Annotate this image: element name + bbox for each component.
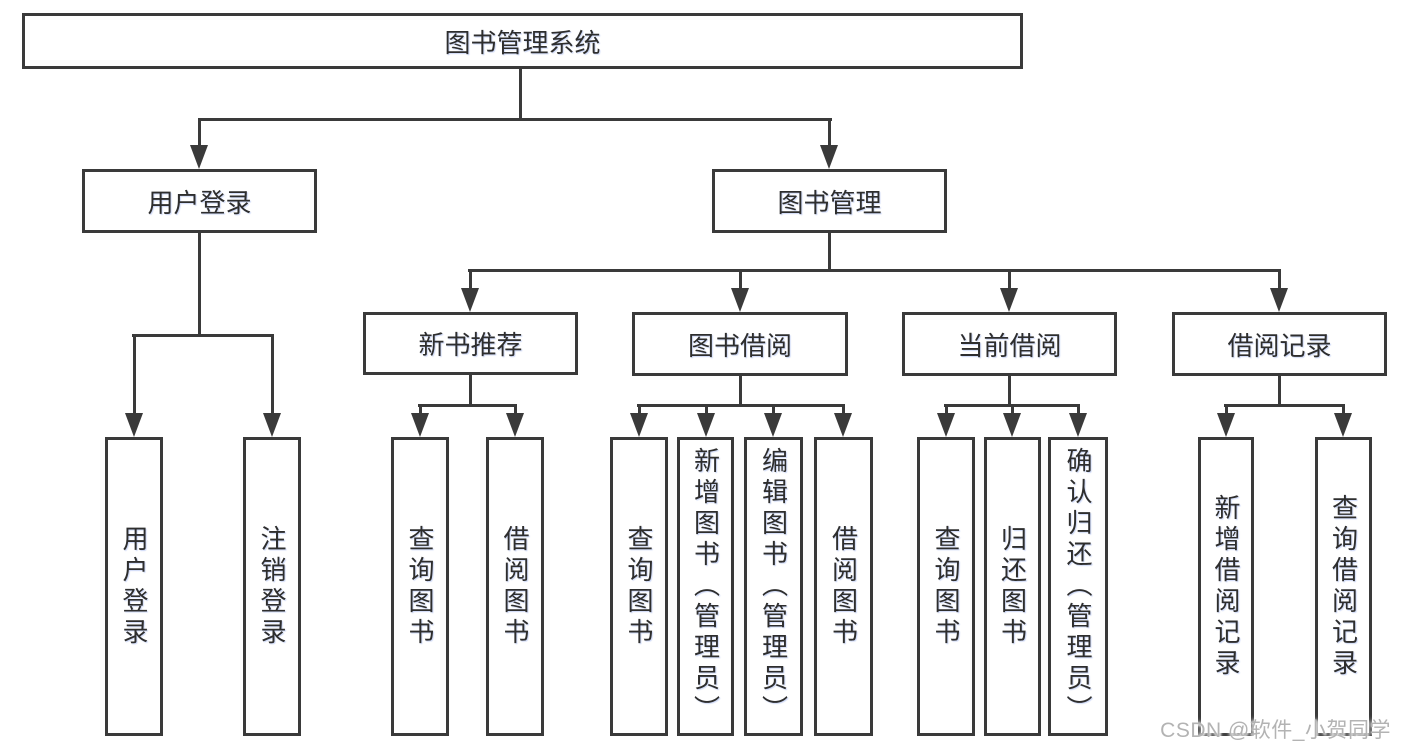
connector-line [1225, 404, 1228, 415]
arrowhead-down-icon [1217, 413, 1235, 437]
leaf-label: 新增图书（管理员） [690, 447, 721, 726]
leaf-query-books-current: 查询图书 [917, 437, 975, 736]
connector-line [271, 335, 274, 415]
node-label: 图书借阅 [687, 330, 792, 361]
leaf-query-borrow-record: 查询借阅记录 [1315, 437, 1372, 736]
connector-line [1278, 375, 1281, 405]
arrowhead-down-icon [630, 413, 648, 437]
node-user-login: 用户登录 [82, 169, 317, 233]
arrowhead-down-icon [731, 288, 749, 312]
node-root-library-system: 图书管理系统 [22, 13, 1023, 69]
leaf-label: 查询图书 [405, 524, 435, 649]
leaf-edit-books-admin: 编辑图书（管理员） [744, 437, 803, 736]
leaf-query-books-borrow: 查询图书 [610, 437, 668, 736]
arrowhead-down-icon [1270, 288, 1288, 312]
node-borrow-records: 借阅记录 [1172, 312, 1387, 376]
leaf-borrow-books: 借阅图书 [814, 437, 873, 736]
connector-line [772, 404, 775, 415]
leaf-label: 用户登录 [119, 524, 149, 649]
arrowhead-down-icon [411, 413, 429, 437]
leaf-query-books-rec: 查询图书 [391, 437, 449, 736]
connector-line [705, 404, 708, 415]
node-current-borrow: 当前借阅 [902, 312, 1117, 376]
arrowhead-down-icon [125, 413, 143, 437]
connector-line [1342, 404, 1345, 415]
arrowhead-down-icon [263, 413, 281, 437]
node-label: 图书管理系统 [444, 27, 601, 58]
connector-line [1008, 375, 1011, 405]
connector-line [945, 404, 948, 415]
connector-line [514, 404, 517, 415]
leaf-return-books: 归还图书 [984, 437, 1041, 736]
arrowhead-down-icon [1000, 288, 1018, 312]
leaf-logout: 注销登录 [243, 437, 301, 736]
leaf-add-borrow-record: 新增借阅记录 [1198, 437, 1254, 736]
connector-line [468, 269, 1281, 272]
node-label: 借阅记录 [1227, 330, 1332, 361]
leaf-label: 借阅图书 [500, 524, 530, 649]
node-label: 用户登录 [147, 187, 252, 218]
connector-line [198, 118, 832, 121]
leaf-add-books-admin: 新增图书（管理员） [677, 437, 734, 736]
arrowhead-down-icon [834, 413, 852, 437]
connector-line [739, 375, 742, 405]
leaf-borrow-books-rec: 借阅图书 [486, 437, 544, 736]
connector-line [1224, 404, 1345, 407]
arrowhead-down-icon [820, 145, 838, 169]
arrowhead-down-icon [1334, 413, 1352, 437]
arrowhead-down-icon [764, 413, 782, 437]
arrowhead-down-icon [697, 413, 715, 437]
connector-line [469, 269, 472, 290]
connector-line [842, 404, 845, 415]
arrowhead-down-icon [190, 145, 208, 169]
connector-line [519, 69, 522, 120]
connector-line [133, 335, 136, 415]
connector-line [1008, 269, 1011, 290]
connector-line [1278, 269, 1281, 290]
leaf-label: 编辑图书（管理员） [758, 447, 789, 726]
connector-line [198, 119, 201, 147]
node-new-book-recommend: 新书推荐 [363, 312, 578, 375]
arrowhead-down-icon [461, 288, 479, 312]
node-label: 新书推荐 [418, 330, 523, 360]
node-label: 图书管理 [777, 187, 882, 218]
connector-line [132, 334, 274, 337]
leaf-label: 查询图书 [931, 524, 961, 649]
arrowhead-down-icon [937, 413, 955, 437]
arrowhead-down-icon [1003, 413, 1021, 437]
leaf-label: 注销登录 [257, 524, 287, 649]
leaf-confirm-return-admin: 确认归还（管理员） [1048, 437, 1108, 736]
node-label: 当前借阅 [957, 330, 1062, 361]
connector-line [637, 404, 845, 407]
connector-line [828, 233, 831, 271]
leaf-label: 查询借阅记录 [1328, 493, 1359, 680]
arrowhead-down-icon [1069, 413, 1087, 437]
connector-line [419, 404, 422, 415]
arrowhead-down-icon [506, 413, 524, 437]
watermark: CSDN @软件_小贺同学 [1160, 719, 1391, 742]
leaf-label: 新增借阅记录 [1211, 493, 1241, 680]
connector-line [638, 404, 641, 415]
connector-line [1011, 404, 1014, 415]
connector-line [739, 269, 742, 290]
connector-line [198, 233, 201, 336]
connector-line [418, 404, 517, 407]
leaf-label: 归还图书 [997, 524, 1028, 649]
leaf-user-login: 用户登录 [105, 437, 163, 736]
connector-line [469, 375, 472, 405]
node-book-borrow: 图书借阅 [632, 312, 848, 376]
connector-line [1077, 404, 1080, 415]
leaf-label: 借阅图书 [828, 524, 859, 649]
leaf-label: 确认归还（管理员） [1063, 447, 1093, 726]
leaf-label: 查询图书 [624, 524, 654, 649]
node-book-management: 图书管理 [712, 169, 947, 233]
connector-line [828, 119, 831, 147]
